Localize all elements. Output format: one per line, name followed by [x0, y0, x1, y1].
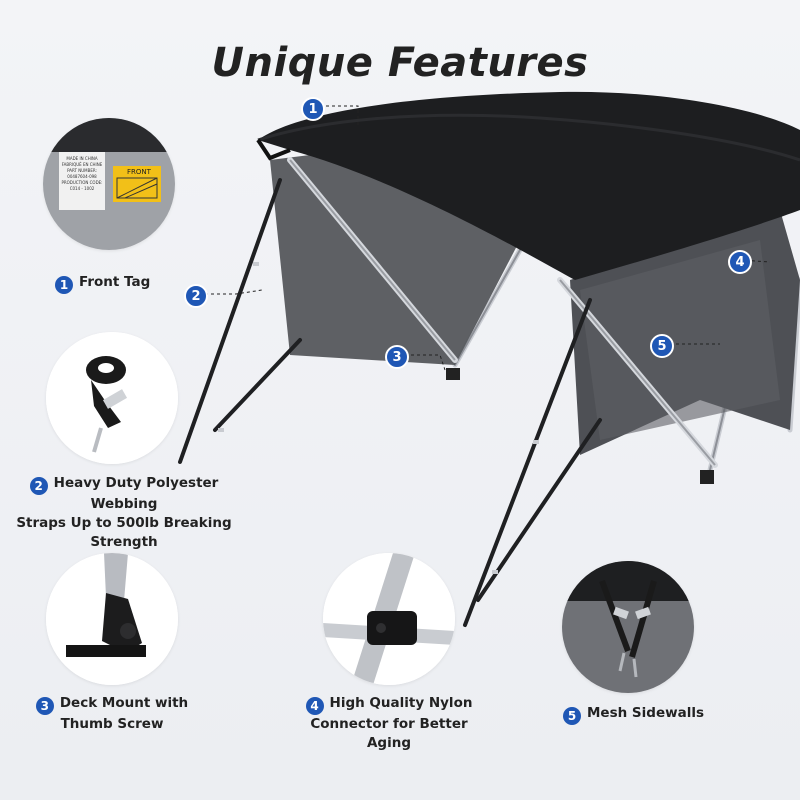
tag-line-5: PRODUCTION CODE:	[61, 180, 103, 185]
tag-front-label: FRONT	[127, 168, 151, 176]
feature-5-caption: 5 Mesh Sidewalls	[563, 704, 704, 726]
feature-2-caption: 2 Heavy Duty Polyester Webbing Straps Up …	[6, 474, 242, 552]
page-title: Unique Features	[211, 40, 589, 86]
feature-2-number: 2	[29, 477, 48, 496]
feature-3-label-line1: Deck Mount with	[59, 695, 189, 711]
feature-2-label-line1: Heavy Duty Polyester Webbing	[53, 475, 219, 513]
feature-1-caption: 1 Front Tag	[55, 273, 151, 295]
callout-1: 1	[301, 97, 325, 121]
feature-2-label-line2: Straps Up to 500lb Breaking	[16, 515, 232, 532]
webbing-strap-image	[46, 332, 178, 464]
feature-4-label-line1: High Quality Nylon	[329, 695, 473, 711]
feature-4-caption: 4 High Quality Nylon Connector for Better…	[286, 694, 492, 753]
feature-3-label-line2: Thumb Screw	[60, 716, 164, 733]
tag-line-4: 00487604-098	[67, 174, 97, 179]
callout-2: 2	[184, 284, 208, 308]
callout-4: 4	[728, 250, 752, 274]
feature-3-number: 3	[35, 697, 54, 716]
feature-1-number: 1	[55, 276, 73, 295]
feature-2-label-line3: Strength	[90, 534, 158, 551]
tag-line-1: MADE IN CHINA	[66, 156, 98, 161]
front-tag-image: MADE IN CHINA FABRIQUÉ EN CHINE PART NUM…	[43, 118, 175, 250]
feature-4-number: 4	[305, 697, 324, 716]
feature-4-label-line2: Connector for Better Aging	[310, 716, 468, 752]
tag-line-2: FABRIQUÉ EN CHINE	[61, 162, 103, 167]
tag-line-6: C014 - 1002	[69, 186, 95, 191]
deck-mount-image	[46, 553, 178, 685]
feature-1-label: Front Tag	[79, 274, 151, 290]
feature-5-number: 5	[563, 707, 581, 726]
nylon-connector-image	[323, 553, 455, 685]
feature-5-label: Mesh Sidewalls	[587, 705, 704, 721]
callout-3: 3	[385, 345, 409, 369]
mesh-sidewall-image	[562, 561, 694, 693]
tag-line-3: PART NUMBER:	[67, 168, 97, 173]
feature-3-caption: 3 Deck Mount with Thumb Screw	[34, 694, 190, 734]
callout-5: 5	[650, 334, 674, 358]
